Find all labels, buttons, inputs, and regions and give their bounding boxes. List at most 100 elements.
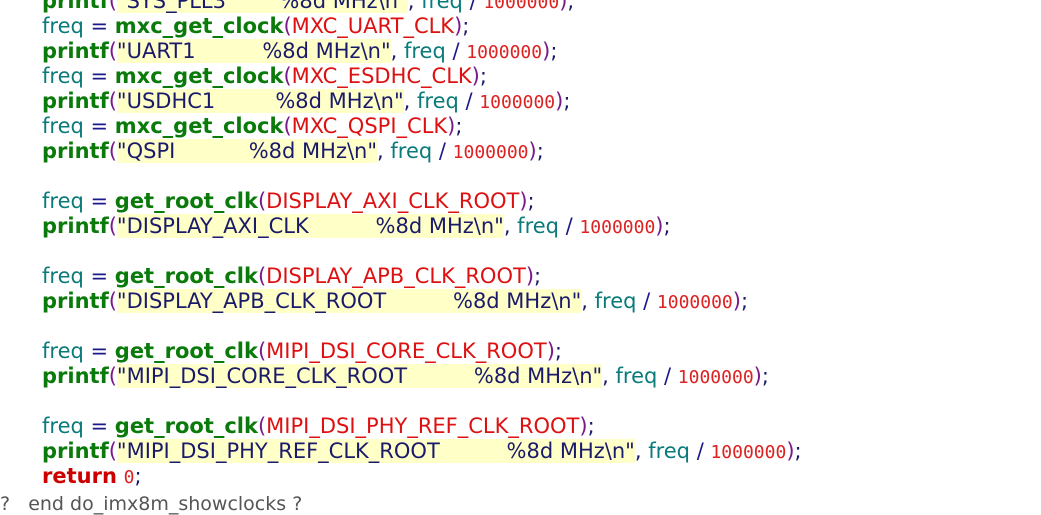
code-line-assign: freq = get_root_clk(DISPLAY_APB_CLK_ROOT… — [42, 264, 802, 289]
token-string: "MIPI_DSI_PHY_REF_CLK_ROOT %8d MHz\n" — [116, 439, 635, 463]
token-number: 1000000 — [656, 292, 733, 313]
token-semicolon: ; — [794, 439, 802, 463]
token-variable: freq — [42, 14, 84, 38]
token-paren: ) — [454, 14, 463, 38]
token-string: "MIPI_DSI_CORE_CLK_ROOT %8d MHz\n" — [116, 364, 603, 388]
token-paren: ( — [257, 189, 267, 213]
token-paren: ( — [108, 89, 117, 113]
token-comma: , — [377, 139, 391, 163]
code-editor[interactable]: printf("SYS_PLL3 %8d MHz\n", freq / 1000… — [42, 0, 802, 489]
code-line-assign: freq = mxc_get_clock(MXC_QSPI_CLK); — [42, 114, 802, 139]
code-line-printf: printf("DISPLAY_APB_CLK_ROOT %8d MHz\n",… — [42, 289, 802, 314]
token-function: printf — [42, 214, 109, 238]
token-variable: freq — [594, 289, 637, 313]
token-function: printf — [42, 439, 109, 463]
token-operator: / — [657, 364, 678, 388]
token-variable: freq — [42, 264, 84, 288]
token-operator: / — [462, 0, 484, 13]
token-string: "SYS_PLL3 %8d MHz\n" — [116, 0, 408, 13]
token-semicolon: ; — [479, 64, 487, 88]
token-paren: ( — [283, 114, 292, 138]
token-function: get_root_clk — [114, 339, 258, 363]
token-macro: DISPLAY_AXI_CLK_ROOT — [266, 189, 520, 213]
token-variable: freq — [42, 414, 84, 438]
code-line-assign: freq = mxc_get_clock(MXC_ESDHC_CLK); — [42, 64, 802, 89]
token-paren: ( — [108, 39, 117, 63]
token-paren: ( — [283, 64, 292, 88]
token-semicolon: ; — [563, 89, 571, 113]
token-number: 1000000 — [479, 92, 556, 113]
token-macro: MXC_QSPI_CLK — [291, 114, 448, 138]
token-string: "DISPLAY_APB_CLK_ROOT %8d MHz\n" — [116, 289, 582, 313]
token-operator: = — [83, 339, 115, 363]
token-paren: ( — [108, 289, 117, 313]
token-number: 1000000 — [710, 442, 787, 463]
token-macro: MIPI_DSI_PHY_REF_CLK_ROOT — [266, 414, 580, 438]
token-paren: ) — [528, 139, 537, 163]
token-paren: ) — [732, 289, 741, 313]
token-variable: freq — [403, 39, 446, 63]
token-number: 1000000 — [483, 0, 560, 13]
token-paren: ) — [519, 189, 528, 213]
token-operator: = — [83, 264, 115, 288]
token-paren: ) — [542, 39, 551, 63]
token-string: "DISPLAY_AXI_CLK %8d MHz\n" — [116, 214, 504, 238]
token-operator: / — [690, 439, 711, 463]
token-variable: freq — [390, 139, 433, 163]
code-line-blank — [42, 314, 802, 339]
token-variable: freq — [421, 0, 463, 13]
token-paren: ) — [546, 339, 555, 363]
code-line-printf: printf("USDHC1 %8d MHz\n", freq / 100000… — [42, 89, 802, 114]
token-number: 1000000 — [677, 367, 754, 388]
token-semicolon: ; — [455, 114, 463, 138]
token-semicolon: ; — [567, 0, 575, 13]
token-paren: ( — [108, 0, 117, 13]
token-function: printf — [42, 89, 109, 113]
token-paren: ) — [579, 414, 588, 438]
token-paren: ) — [555, 89, 564, 113]
token-paren: ) — [655, 214, 664, 238]
token-space — [117, 464, 124, 488]
token-macro: DISPLAY_APB_CLK_ROOT — [266, 264, 526, 288]
token-operator: / — [636, 289, 657, 313]
token-number: 0 — [123, 467, 135, 488]
token-comma: , — [390, 39, 404, 63]
token-operator: = — [83, 64, 115, 88]
token-operator: = — [83, 414, 115, 438]
token-string: "UART1 %8d MHz\n" — [116, 39, 391, 63]
code-line-blank — [42, 164, 802, 189]
token-operator: / — [559, 214, 580, 238]
token-operator: / — [432, 139, 453, 163]
token-comma: , — [634, 439, 649, 463]
token-function: printf — [42, 0, 109, 13]
token-paren: ) — [753, 364, 762, 388]
token-function: get_root_clk — [114, 414, 258, 438]
token-keyword: return — [42, 464, 117, 488]
token-comma: , — [503, 214, 518, 238]
code-line-assign: freq = mxc_get_clock(MXC_UART_CLK); — [42, 14, 802, 39]
token-variable: freq — [648, 439, 691, 463]
token-function: printf — [42, 289, 109, 313]
token-paren: ( — [108, 139, 117, 163]
token-variable: freq — [615, 364, 658, 388]
token-semicolon: ; — [550, 39, 558, 63]
token-operator: = — [83, 14, 115, 38]
token-semicolon: ; — [462, 14, 470, 38]
token-function: get_root_clk — [114, 189, 258, 213]
token-paren: ( — [257, 339, 267, 363]
token-variable: freq — [42, 64, 84, 88]
token-paren: ) — [447, 114, 456, 138]
token-function: printf — [42, 364, 109, 388]
token-paren: ( — [108, 214, 117, 238]
token-semicolon: ; — [740, 289, 749, 313]
token-function: get_root_clk — [114, 264, 258, 288]
token-operator: / — [458, 89, 480, 113]
token-paren: ( — [257, 414, 267, 438]
token-paren: ) — [559, 0, 568, 13]
token-variable: freq — [517, 214, 559, 238]
token-string: "QSPI %8d MHz\n" — [116, 139, 378, 163]
token-macro: MXC_ESDHC_CLK — [291, 64, 472, 88]
token-operator: = — [83, 114, 115, 138]
token-operator: = — [83, 189, 115, 213]
token-number: 1000000 — [452, 142, 529, 163]
